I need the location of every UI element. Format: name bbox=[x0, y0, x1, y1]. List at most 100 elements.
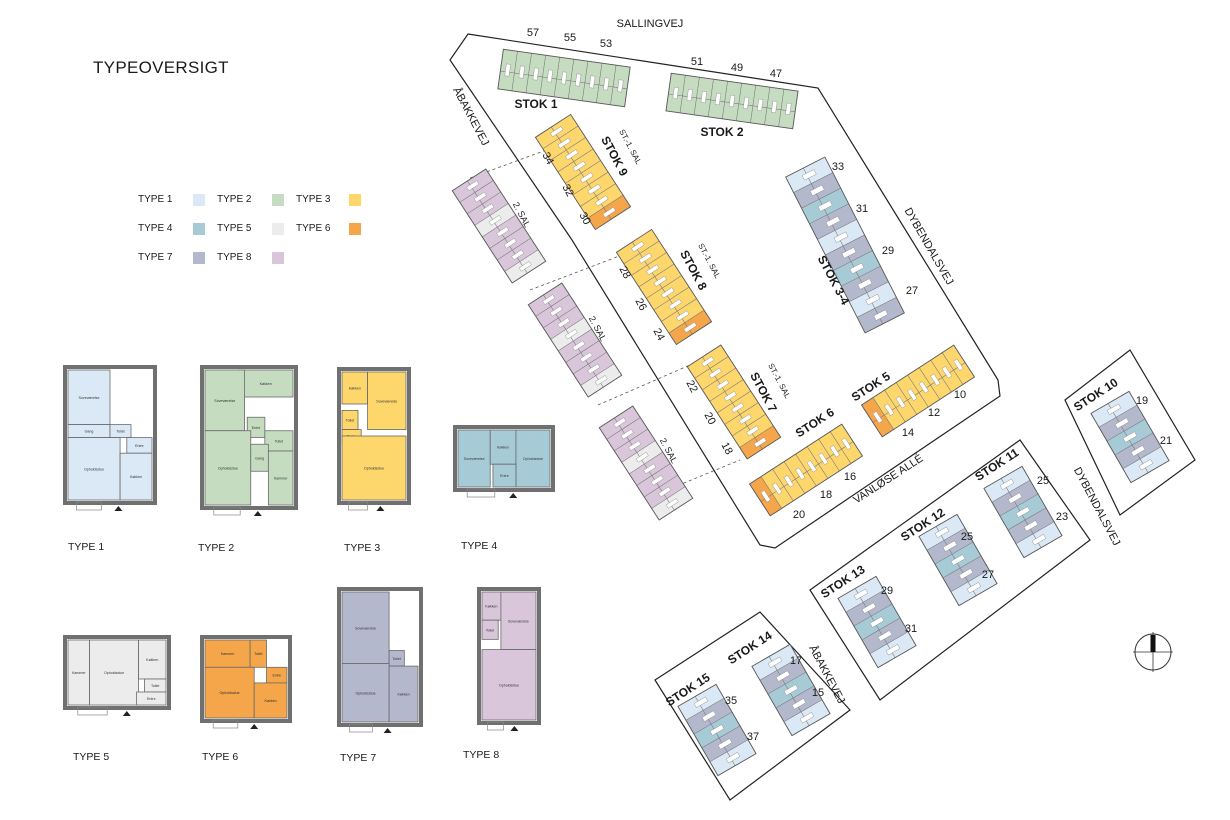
building-2sal-b bbox=[527, 282, 623, 398]
plan-balcony bbox=[487, 721, 504, 731]
house-number: 29 bbox=[882, 245, 894, 257]
stair-core bbox=[818, 452, 829, 465]
stair-core bbox=[817, 200, 833, 212]
room-label: Gang bbox=[255, 456, 264, 460]
stair-core bbox=[549, 305, 563, 317]
room-label: Soveværelse bbox=[376, 399, 397, 403]
legend-swatch-type5 bbox=[272, 223, 284, 235]
plan-balcony bbox=[466, 488, 496, 498]
stair-core bbox=[907, 388, 918, 401]
building-outline bbox=[615, 228, 713, 346]
stair-core bbox=[503, 238, 517, 249]
stair-core bbox=[1114, 417, 1130, 429]
stair-core bbox=[999, 478, 1015, 490]
stair-core bbox=[742, 96, 750, 110]
stair-core bbox=[676, 310, 690, 322]
stair-core bbox=[617, 79, 624, 93]
building-stok1 bbox=[497, 48, 631, 108]
stair-core bbox=[723, 390, 737, 402]
plan-room bbox=[481, 649, 537, 721]
building-stok14 bbox=[751, 643, 831, 737]
plan-outer-wall bbox=[200, 635, 292, 723]
plan-outer-wall bbox=[200, 365, 298, 510]
plan-balcony bbox=[213, 506, 241, 516]
stair-core bbox=[1130, 445, 1146, 457]
building-outline bbox=[751, 643, 831, 737]
house-number: 19 bbox=[1136, 395, 1148, 407]
building-outline bbox=[665, 72, 799, 130]
legend-swatch-type6 bbox=[349, 223, 361, 235]
stair-core bbox=[638, 252, 652, 264]
building-stok3-4 bbox=[785, 156, 905, 334]
plan-room bbox=[341, 591, 390, 664]
room-label: Opholdsstue bbox=[355, 691, 375, 695]
entrance-arrow-icon bbox=[376, 506, 385, 511]
stair-core bbox=[716, 379, 730, 390]
house-number: 34 bbox=[539, 150, 555, 166]
stair-core bbox=[635, 451, 649, 463]
room-label: Køkken bbox=[497, 446, 509, 450]
stair-core bbox=[841, 437, 852, 450]
street-label-dybendalsvej: DYBENDALSVEJ bbox=[902, 206, 956, 287]
house-number: 21 bbox=[1160, 435, 1172, 447]
house-number: 22 bbox=[683, 378, 699, 394]
building-2sal-c bbox=[598, 405, 694, 521]
plan-room bbox=[515, 429, 551, 488]
building-stok6 bbox=[748, 423, 864, 517]
stair-core bbox=[658, 486, 672, 498]
building-outline bbox=[677, 683, 757, 777]
plan-room bbox=[119, 452, 153, 501]
house-number: 17 bbox=[790, 655, 802, 667]
stair-core bbox=[1138, 459, 1154, 471]
plan-room bbox=[204, 666, 255, 719]
stair-core bbox=[560, 71, 568, 85]
street-label-sallingvej: SALLINGVEJ bbox=[617, 18, 684, 30]
legend-label-type3: TYPE 3 bbox=[296, 194, 331, 205]
legend-swatch-type2 bbox=[272, 194, 284, 206]
dashed-connector bbox=[597, 364, 691, 406]
stair-core bbox=[572, 160, 586, 172]
dashed-connector bbox=[649, 459, 741, 498]
plan-room bbox=[109, 424, 132, 439]
room-label: Køkken bbox=[130, 475, 142, 479]
stair-core bbox=[771, 100, 778, 114]
house-number: 32 bbox=[559, 182, 575, 198]
stair-core bbox=[1122, 431, 1138, 443]
room-label: Køkken bbox=[146, 658, 158, 662]
stair-core bbox=[613, 417, 627, 428]
entrance-arrow-icon bbox=[383, 728, 392, 733]
legend-swatch-type3 bbox=[349, 194, 361, 206]
stair-core bbox=[686, 88, 693, 102]
stair-core bbox=[953, 358, 964, 371]
legend-swatch-type7 bbox=[193, 252, 205, 264]
entrance-arrow-icon bbox=[253, 511, 262, 516]
room-label: Opholdsstue bbox=[84, 467, 104, 471]
stair-core bbox=[603, 77, 610, 91]
stair-core bbox=[701, 356, 715, 367]
stair-core bbox=[511, 249, 525, 261]
stair-core bbox=[518, 261, 532, 272]
stair-core bbox=[966, 582, 982, 594]
room-label: Opholdsstue bbox=[220, 691, 240, 695]
house-number: 18 bbox=[718, 440, 734, 456]
plan-type-label: TYPE 4 bbox=[461, 540, 497, 552]
room-label: Kammer bbox=[221, 652, 235, 656]
plan-room bbox=[253, 682, 288, 719]
stair-core bbox=[1031, 534, 1047, 546]
stair-core bbox=[488, 214, 502, 226]
stair-core bbox=[473, 191, 487, 203]
stair-core bbox=[772, 482, 783, 495]
building-stok7 bbox=[686, 344, 782, 460]
plan-type-label: TYPE 3 bbox=[344, 542, 380, 554]
room-label: Opholdsstue bbox=[523, 457, 543, 461]
block-boundary-main bbox=[449, 33, 1001, 549]
room-label: Toilet bbox=[275, 439, 283, 443]
plan-type-label: TYPE 5 bbox=[73, 751, 109, 763]
house-number: 23 bbox=[1056, 511, 1068, 523]
plan-room bbox=[89, 639, 139, 706]
plan-room bbox=[136, 691, 167, 706]
house-number: 33 bbox=[832, 161, 844, 173]
stair-core bbox=[546, 69, 554, 83]
